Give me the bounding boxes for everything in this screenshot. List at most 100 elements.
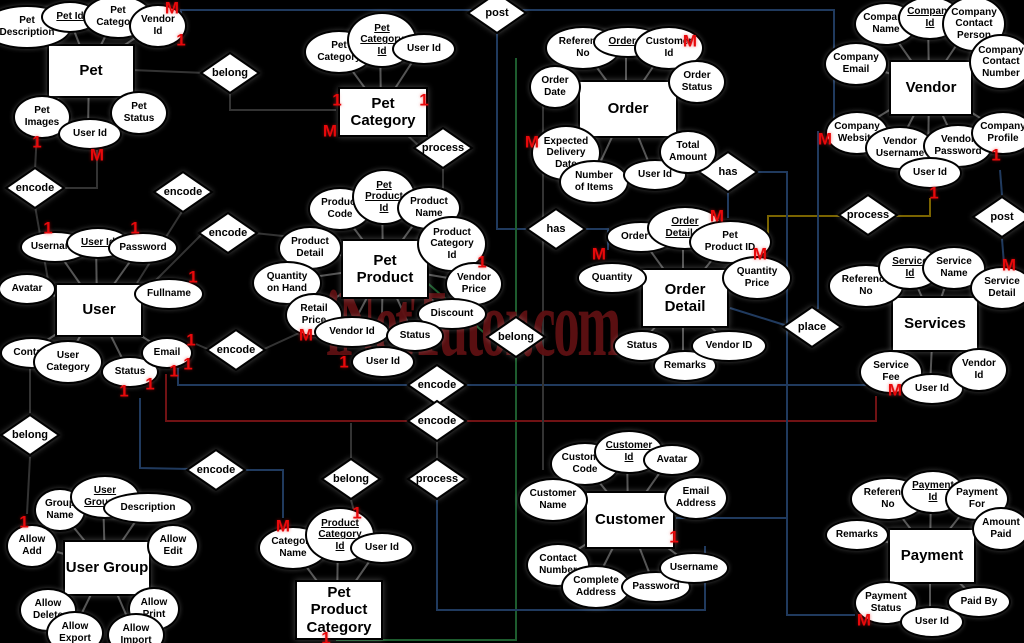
relationship-label-place: place [797,321,827,333]
cardinality-label: 1 [419,90,429,110]
attribute-pet-category-user-id: User Id [391,33,457,65]
relationship-label-process: process [415,473,459,485]
relationship-connector-line [894,198,931,217]
cardinality-label: 1 [19,512,29,532]
cardinality-label: M [89,145,105,165]
cardinality-label: 1 [477,252,487,272]
attribute-customer-username: Username [658,552,730,584]
relationship-label-post: post [990,211,1014,223]
attribute-user-group-allow-export: Allow Export [46,611,104,643]
relationship-connector-line [729,307,792,328]
entity-pet: Pet [47,44,135,98]
attribute-order-detail-vendor-id: Vendor ID [690,330,768,362]
attribute-order-order-status: Order Status [668,60,726,104]
relationship-label-post: post [485,7,509,19]
attribute-user-group-description: Description [103,492,193,524]
attribute-user-group-allow-add: Allow Add [6,524,58,568]
cardinality-label: M [709,206,725,226]
cardinality-label: 1 [339,352,349,372]
cardinality-label: M [275,516,291,536]
cardinality-label: M [524,132,540,152]
relationship-label-process: process [421,142,465,154]
cardinality-label: 1 [929,183,939,203]
attribute-user-group-allow-edit: Allow Edit [147,524,199,568]
cardinality-label: M [298,325,314,345]
entity-vendor: Vendor [889,60,973,116]
attribute-customer-email-address: Email Address [663,476,729,520]
attribute-user-user-category: User Category [32,340,104,384]
relationship-label-belong: belong [497,331,535,343]
attribute-pet-product-vendor-id: Vendor Id [313,316,391,348]
attribute-pet-product-user-id: User Id [350,346,416,378]
relationship-connector-line [229,91,336,111]
attribute-user-password: Password [107,232,179,264]
cardinality-label: 1 [352,503,362,523]
relationship-connector-line [767,215,842,248]
relationship-label-encode: encode [417,379,457,391]
cardinality-label: 1 [119,381,129,401]
entity-order: Order [578,80,678,138]
cardinality-label: 1 [145,374,155,394]
relationship-connector-line [130,69,207,74]
attribute-services-vendor-id: Vendor Id [950,348,1008,392]
relationship-connector-line [139,398,192,470]
cardinality-label: M [164,0,180,18]
attribute-order-number-of-items: Number of Items [558,160,630,204]
cardinality-label: 1 [332,90,342,110]
relationship-connector-line [165,374,877,422]
attribute-vendor-company-contact-number: Company Contact Number [968,33,1024,91]
relationship-label-belong: belong [211,67,249,79]
relationship-label-encode: encode [196,464,236,476]
entity-pet-product: Pet Product [341,239,429,299]
attribute-pet-product-category-user-id: User Id [349,532,415,564]
relationship-connector-line [241,469,284,518]
entity-services: Services [891,296,979,352]
relationship-connector-line [496,27,533,230]
cardinality-label: M [322,121,338,141]
cardinality-label: 1 [32,132,42,152]
attribute-payment-remarks: Remarks [824,519,890,551]
entity-customer: Customer [585,491,675,549]
cardinality-label: 1 [669,527,679,547]
relationship-connector-line [195,343,211,351]
attribute-payment-paid-by: Paid By [946,586,1012,618]
attribute-order-total-amount: Total Amount [659,130,717,174]
cardinality-label: M [817,129,833,149]
attribute-payment-amount-paid: Amount Paid [972,507,1024,551]
relationship-label-encode: encode [208,227,248,239]
relationship-connector-line [999,169,1003,196]
relationship-label-encode: encode [163,186,203,198]
relationship-connector-line [26,456,31,515]
relationship-label-encode: encode [417,415,457,427]
relationship-label-encode: encode [15,182,55,194]
cardinality-label: M [682,31,698,51]
entity-pet-category: Pet Category [338,87,428,137]
cardinality-label: 1 [321,628,331,643]
relationship-label-process: process [846,209,890,221]
cardinality-label: M [887,380,903,400]
attribute-vendor-company-email: Company Email [823,42,889,86]
cardinality-label: 1 [169,361,179,381]
cardinality-label: M [752,244,768,264]
entity-user: User [55,283,143,337]
relationship-connector-line [180,9,888,132]
cardinality-label: M [591,244,607,264]
cardinality-label: 1 [183,354,193,374]
entity-payment: Payment [888,528,976,584]
cardinality-label: 1 [43,218,53,238]
entity-pet-product-category: Pet Product Category [295,580,383,640]
cardinality-label: M [856,610,872,630]
attribute-order-order-date: Order Date [529,65,581,109]
attribute-user-avatar: Avatar [0,273,56,305]
entity-user-group: User Group [63,540,151,596]
cardinality-label: 1 [130,218,140,238]
cardinality-label: M [1001,255,1017,275]
attribute-customer-avatar: Avatar [643,444,701,476]
relationship-label-belong: belong [11,429,49,441]
attribute-order-detail-quantity: Quantity [576,262,648,294]
cardinality-label: 1 [188,267,198,287]
attribute-customer-customer-name: Customer Name [517,478,589,522]
relationship-label-encode: encode [216,344,256,356]
cardinality-label: 1 [186,330,196,350]
